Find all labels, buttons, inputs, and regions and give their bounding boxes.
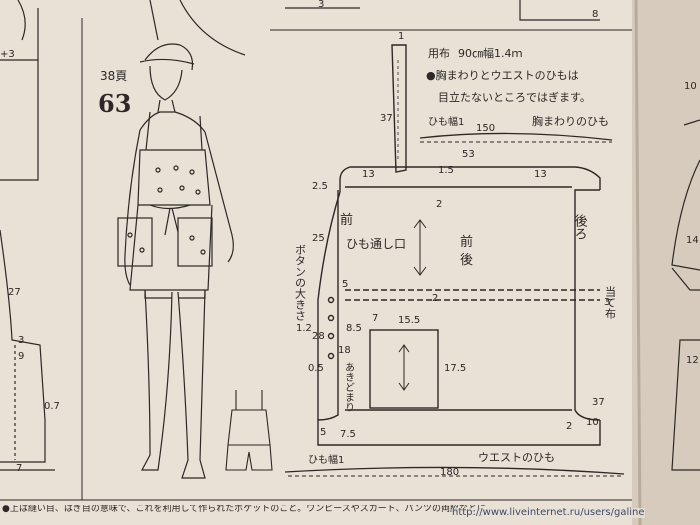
- top-left-dim: 13: [362, 169, 375, 180]
- gutter-line: [634, 0, 642, 525]
- pocket-top-dim: 7: [372, 313, 379, 324]
- strap-length-dim: 37: [380, 113, 393, 124]
- fashion-figure: [117, 43, 234, 479]
- top-page-fragment: [149, 0, 600, 56]
- back-label: 後ろ: [571, 214, 587, 240]
- gutter-shade: [632, 0, 700, 525]
- materials-fabric: 90㎝幅1.4ｍ: [458, 47, 523, 60]
- right-2-dim: 2: [566, 421, 573, 432]
- pocket-width-dim: 15.5: [398, 315, 421, 326]
- waist-tie-length: 180: [440, 467, 460, 478]
- figure-number: 63: [98, 89, 132, 118]
- left-18-dim: 18: [338, 345, 351, 356]
- top-width-dim: 53: [462, 149, 475, 160]
- chest-tie-length: 150: [476, 123, 496, 134]
- hem-75-dim: 7.5: [340, 429, 356, 440]
- left-page-3: 3: [18, 335, 25, 346]
- pocket-height-dim: 17.5: [444, 363, 467, 374]
- top-mid-dim: 1.5: [438, 165, 454, 176]
- right-page-fragments: [671, 119, 700, 471]
- button-12-dim: 1.2: [296, 323, 312, 334]
- top-page-3: 3: [318, 0, 325, 10]
- left-page-07: 0.7: [44, 401, 60, 412]
- left-page-plus3: +3: [0, 49, 15, 60]
- main-pattern-piece: [317, 44, 601, 446]
- left-page-27: 27: [8, 287, 21, 298]
- page-reference: 38頁: [100, 69, 128, 83]
- chest-tie-label: 胸まわりのひも: [532, 115, 609, 128]
- strap-top-dim: 1: [398, 31, 405, 42]
- left-85-dim: 8.5: [346, 323, 362, 334]
- footer-text: ●上は縫い目、はぎ目の意味で、これを利用して作られたポケットのこと。ワンピースや…: [2, 505, 487, 514]
- left-25-dim: 25: [312, 233, 325, 244]
- button-size-label: ボタンの大きさ: [293, 244, 307, 321]
- waist-tie-label: ウエストのひも: [478, 451, 555, 464]
- front-back-label: 前 後: [460, 235, 474, 269]
- materials-note-1: ●胸まわりとウエストのひもは: [426, 69, 579, 82]
- mid-2-dim: 2: [432, 293, 439, 304]
- materials-label: 用布: [428, 47, 450, 60]
- left-edge-dim: 2.5: [312, 181, 328, 192]
- right-page-10: 10: [684, 81, 697, 92]
- right-page-12: 12: [686, 355, 699, 366]
- right-10-dim: 10: [586, 417, 599, 428]
- facing-3-dim: 3: [604, 297, 611, 308]
- waist-tie-shape: [284, 466, 625, 475]
- front-label: 前: [340, 213, 354, 228]
- waist-tie-width: ひも幅1: [308, 455, 345, 466]
- chest-tie-shape: [419, 132, 613, 141]
- left-28-dim: 28: [312, 331, 325, 342]
- watermark: http://www.liveinternet.ru/users/galine: [452, 507, 645, 518]
- chest-tie-width: ひも幅1: [428, 117, 465, 128]
- back-view-thumbnail: [225, 390, 273, 471]
- top-page-8: 8: [592, 9, 599, 20]
- facing-label: 当て布: [603, 286, 617, 319]
- left-page-pieces: [0, 0, 55, 471]
- top-two-dim: 2: [436, 199, 443, 210]
- right-page-14: 14: [686, 235, 699, 246]
- left-five-dim: 5: [342, 279, 349, 290]
- top-right-dim: 13: [534, 169, 547, 180]
- hem-5-dim: 5: [320, 427, 327, 438]
- cord-opening-label: ひも通し口: [346, 237, 407, 251]
- edge-note-label: あきどまり: [342, 362, 354, 412]
- right-37-dim: 37: [592, 397, 605, 408]
- left-05-dim: 0.5: [308, 363, 324, 374]
- left-page-9: 9: [18, 351, 25, 362]
- left-page-7: 7: [16, 463, 23, 474]
- materials-note-2: 目立たないところではぎます。: [438, 91, 591, 104]
